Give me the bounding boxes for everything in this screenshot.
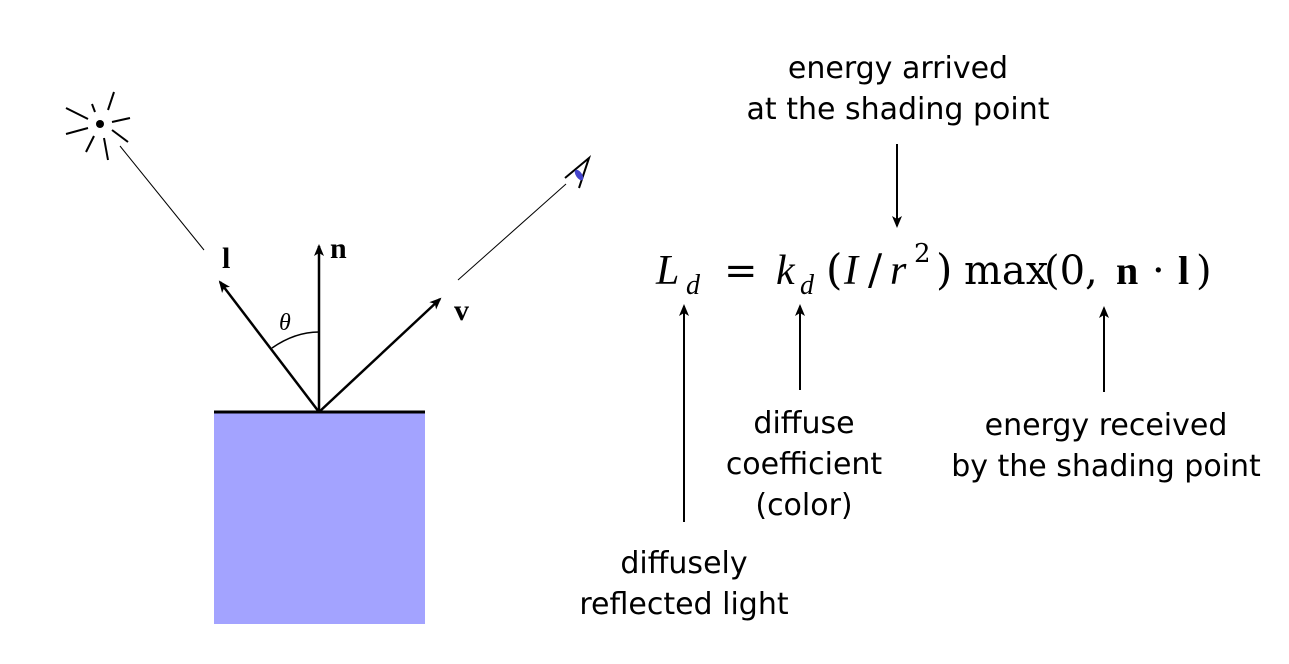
- energy-arrived-label: energy arrived at the shading point: [747, 51, 1050, 127]
- eq-max-args-open: (0,: [1044, 248, 1098, 294]
- diffuse-coefficient-label: diffuse coefficient (color): [726, 406, 883, 523]
- eq-dot: ·: [1152, 248, 1165, 294]
- eq-n: n: [1116, 248, 1138, 293]
- energy-received-line-1: energy received: [985, 408, 1228, 443]
- diffuse-coefficient-line-2: coefficient: [726, 447, 883, 482]
- eq-equals: =: [724, 248, 758, 294]
- eq-L-sub: d: [686, 270, 701, 301]
- angle-arc: [271, 331, 320, 349]
- eq-k-sub: d: [800, 270, 815, 301]
- diffusely-reflected-line-2: reflected light: [579, 587, 789, 622]
- diffusely-reflected-line-1: diffusely: [620, 546, 747, 581]
- view-vector-arrow: [318, 297, 442, 413]
- diffuse-coefficient-line-1: diffuse: [753, 406, 854, 441]
- angle-label-theta: θ: [279, 310, 291, 336]
- diffuse-coefficient-line-3: (color): [755, 488, 852, 523]
- eq-max: max: [964, 248, 1049, 294]
- vector-label-n: n: [330, 232, 347, 265]
- sun-icon: [65, 91, 131, 161]
- view-ray-line: [457, 183, 567, 281]
- energy-received-line-2: by the shading point: [951, 449, 1261, 484]
- vector-label-l: l: [222, 242, 230, 275]
- eq-I: I: [843, 248, 860, 294]
- energy-arrived-line-1: energy arrived: [788, 51, 1008, 86]
- eq-l: l: [1178, 248, 1189, 293]
- eq-paren-close: ): [936, 245, 952, 294]
- energy-arrived-line-2: at the shading point: [747, 92, 1050, 127]
- diffusely-reflected-label: diffusely reflected light: [579, 546, 789, 622]
- eq-slash: /: [868, 245, 883, 294]
- vector-label-v: v: [454, 294, 469, 327]
- eq-max-args-close: ): [1196, 248, 1212, 294]
- diffuse-equation: L d = k d ( I / r 2 ) max (0, n · l ): [655, 239, 1212, 301]
- light-vector-arrow: [218, 280, 320, 413]
- eq-paren-open: (: [826, 245, 842, 294]
- eq-r-squared: 2: [914, 239, 931, 269]
- eq-L: L: [655, 248, 679, 294]
- light-ray-line: [119, 145, 205, 251]
- eq-k: k: [776, 248, 796, 294]
- eye-icon: [564, 154, 592, 189]
- energy-received-label: energy received by the shading point: [951, 408, 1261, 484]
- surface-block: [214, 412, 425, 624]
- eq-r: r: [890, 248, 907, 294]
